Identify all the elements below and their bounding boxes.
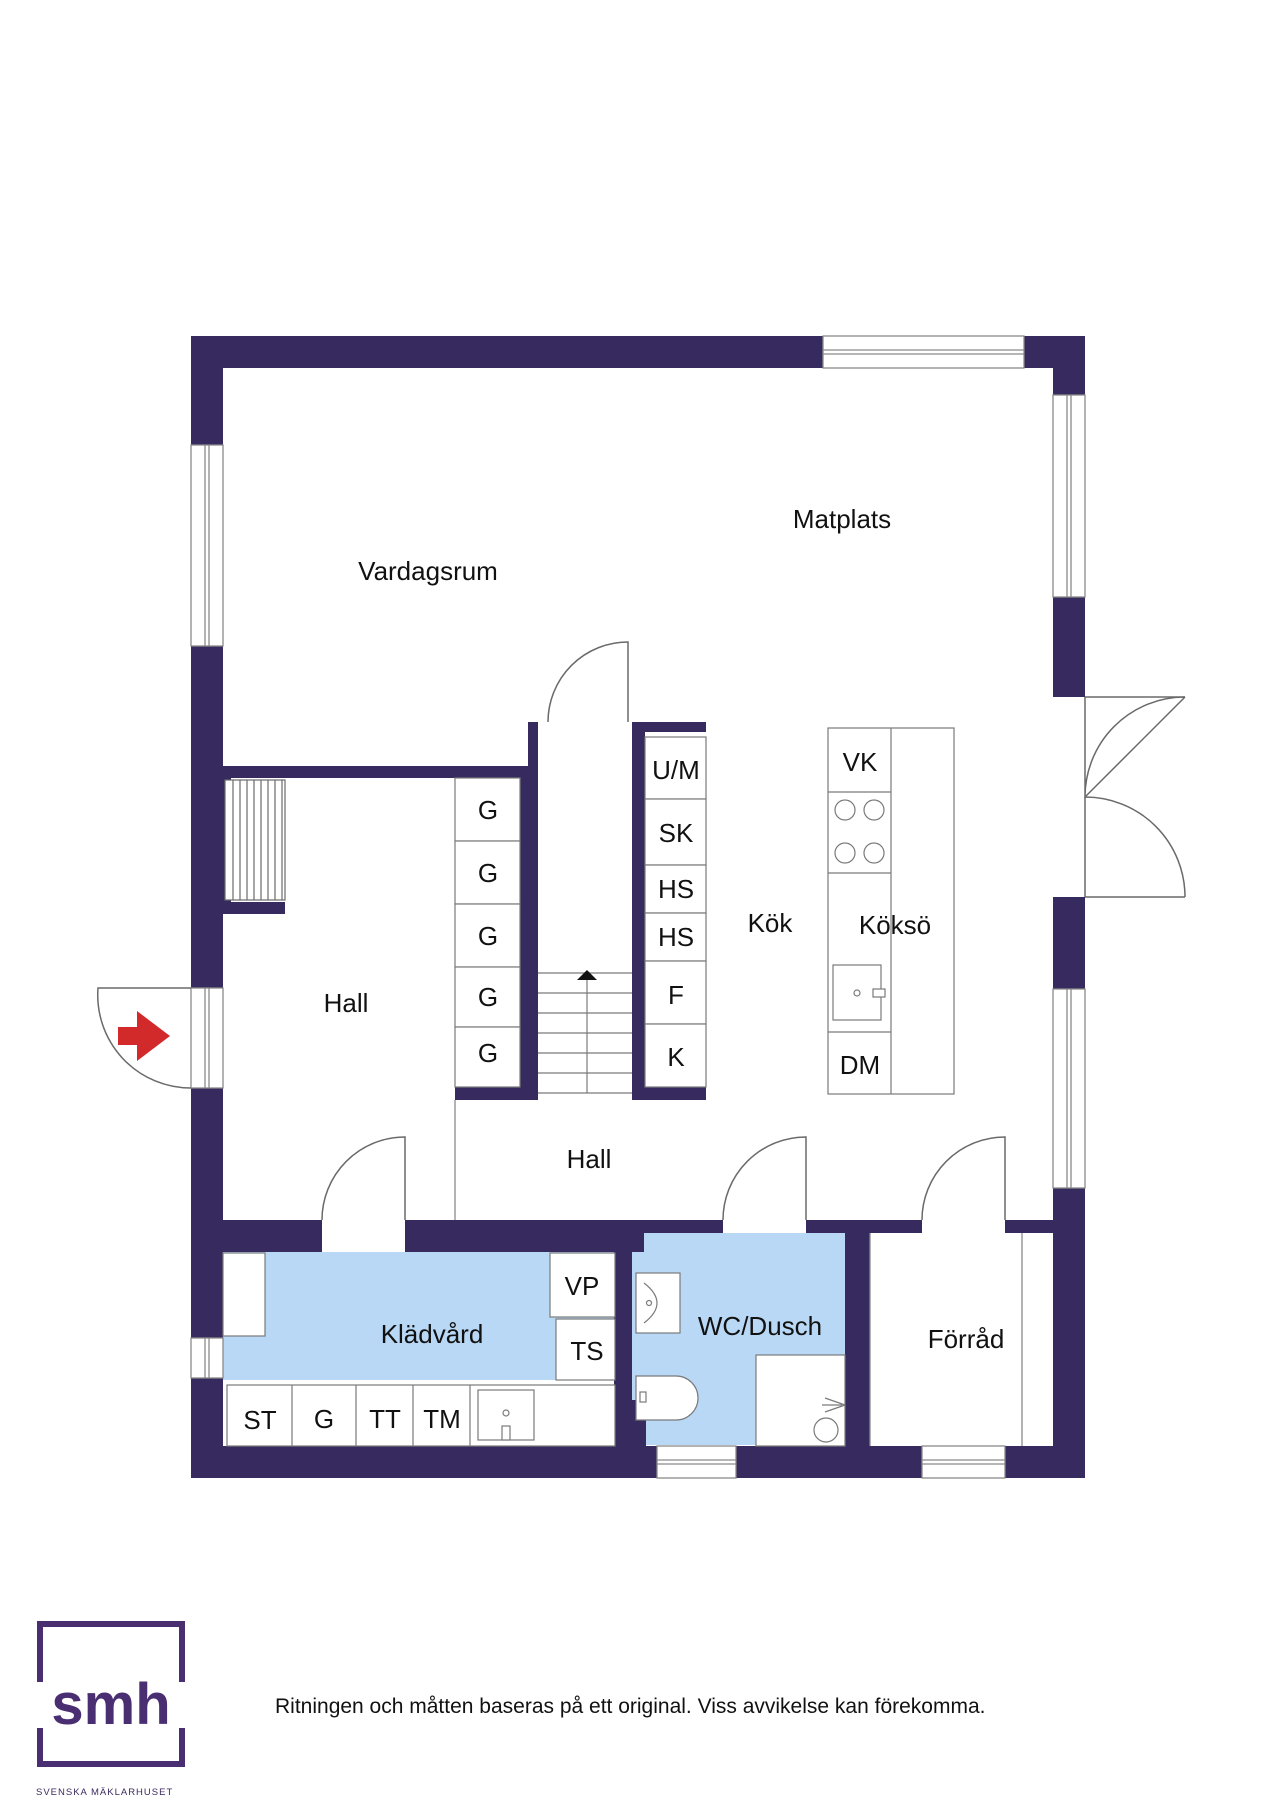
room-label-kokso: Köksö [859, 910, 931, 940]
walls [191, 336, 1085, 1478]
wardrobe-label: G [478, 795, 498, 825]
kitchen-column-label: F [668, 980, 684, 1010]
window-left-1 [190, 444, 224, 647]
laundry-row-label: TM [423, 1404, 461, 1434]
window-left-2 [190, 987, 224, 1089]
room-label-hall-center: Hall [567, 1144, 612, 1174]
wardrobe-cells [454, 777, 521, 1088]
shower-head-icon [813, 1417, 839, 1443]
window-bottom-1 [656, 1445, 737, 1479]
entrance-arrow-icon [118, 1011, 170, 1061]
forrad-door [921, 1136, 1006, 1221]
wardrobe-label: G [478, 921, 498, 951]
window-right-2 [1052, 988, 1086, 1189]
laundry-fixtures [222, 1252, 616, 1447]
logo-tagline: SVENSKA MÄKLARHUSET [36, 1787, 174, 1798]
entrance-door [96, 987, 192, 1089]
kladvard-door [321, 1136, 406, 1221]
window-left-3 [190, 1337, 224, 1379]
hob-burner-icon [863, 799, 885, 821]
window-bottom-2 [921, 1445, 1006, 1479]
kitchen-column-label: HS [658, 922, 694, 952]
bathroom-fixtures [635, 1272, 846, 1447]
island-dm-label: DM [840, 1050, 880, 1080]
stair-door [547, 641, 629, 723]
laundry-row-label: G [314, 1404, 334, 1434]
patio-door-upper [1084, 696, 1186, 799]
laundry-shelf [222, 1252, 266, 1337]
room-label-kok: Kök [748, 908, 794, 938]
room-labels: Vardagsrum Matplats Kök Köksö Hall Hall … [324, 504, 1005, 1354]
partition-lines [454, 1100, 1023, 1446]
hob-burner-icon [834, 799, 856, 821]
window-right-1 [1052, 394, 1086, 598]
island-vk-label: VK [843, 747, 878, 777]
staircase [538, 970, 632, 1094]
room-label-wc-dusch: WC/Dusch [698, 1311, 822, 1341]
patio-door-lower [1084, 796, 1186, 898]
toilet-icon [635, 1375, 699, 1421]
smh-logo: smh [36, 1621, 186, 1767]
stair-direction-arrow-icon [577, 970, 597, 980]
room-label-forrad: Förråd [928, 1324, 1005, 1354]
wardrobe-label: G [478, 982, 498, 1012]
kitchen-column-cells [644, 736, 707, 1088]
wash-basin-icon [635, 1272, 681, 1334]
wardrobe-label: G [478, 858, 498, 888]
kitchen-island [827, 727, 955, 1095]
laundry-row-label: TT [369, 1404, 401, 1434]
room-label-hall-entry: Hall [324, 988, 369, 1018]
laundry-vp-label: VP [565, 1271, 600, 1301]
disclaimer-text: Ritningen och måtten baseras på ett orig… [275, 1695, 986, 1718]
room-label-vardagsrum: Vardagsrum [358, 556, 498, 586]
doors [96, 641, 1186, 1221]
room-label-matplats: Matplats [793, 504, 891, 534]
radiator [224, 779, 286, 901]
kitchen-column-label: K [667, 1042, 685, 1072]
kitchen-column-label: SK [659, 818, 694, 848]
laundry-row-label: ST [243, 1405, 276, 1435]
kitchen-column-label: HS [658, 874, 694, 904]
wc-door [722, 1136, 807, 1221]
window-top [822, 335, 1025, 369]
laundry-ts-label: TS [570, 1336, 603, 1366]
kitchen-column-label: U/M [652, 755, 700, 785]
hob-burner-icon [834, 842, 856, 864]
wardrobe-label: G [478, 1038, 498, 1068]
hob-burner-icon [863, 842, 885, 864]
logo-text: smh [51, 1672, 170, 1737]
windows [190, 335, 1086, 1479]
room-label-kladvard: Klädvård [381, 1319, 484, 1349]
